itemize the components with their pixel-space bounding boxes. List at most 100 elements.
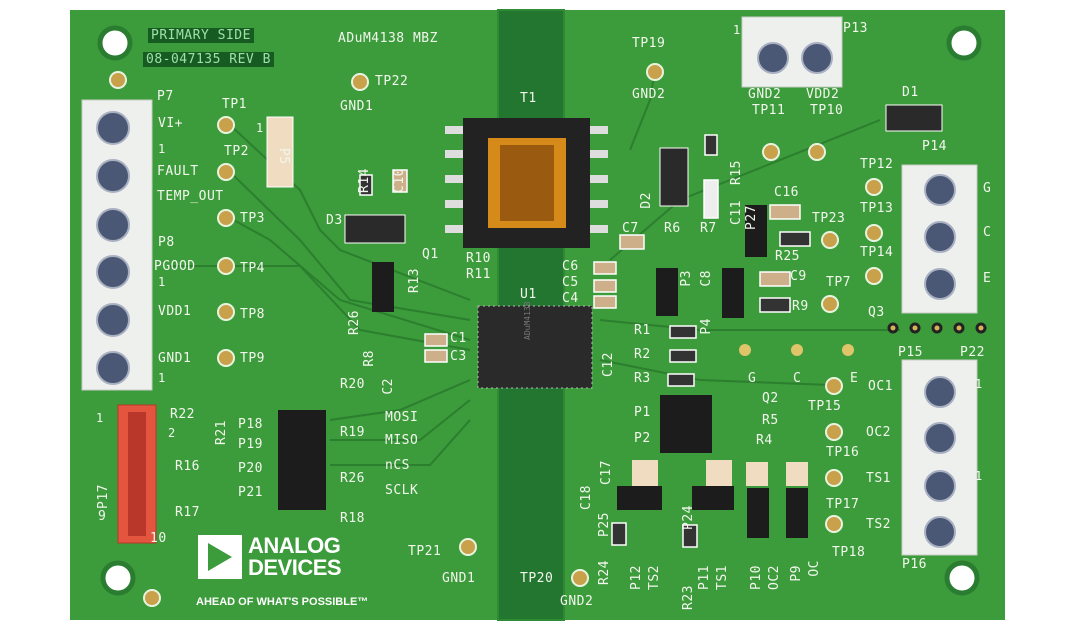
silkscreen-label: nCS [385, 458, 410, 473]
silkscreen-label: P12 [629, 565, 644, 590]
silkscreen-label: Q2 [762, 391, 779, 406]
test-point [821, 295, 839, 313]
silkscreen-label: TP4 [240, 261, 265, 276]
silkscreen-label: P2 [634, 431, 651, 446]
ic-u1-marking: ADuM4138 [523, 301, 532, 340]
test-point [762, 143, 780, 161]
silkscreen-label: P25 [597, 512, 612, 537]
silkscreen-label: P19 [238, 437, 263, 452]
silkscreen-label: TP3 [240, 211, 265, 226]
silkscreen-label: PGOOD [154, 259, 196, 274]
header-p5 [266, 116, 294, 188]
silkscreen-label: C3 [450, 349, 467, 364]
test-point [865, 178, 883, 196]
silkscreen-label: P9 [789, 565, 804, 582]
silkscreen-label: R26 [347, 310, 362, 335]
test-point [821, 231, 839, 249]
silkscreen-label: E [983, 271, 992, 286]
connectors-p9-p12 [632, 460, 808, 486]
silkscreen-label: P21 [238, 485, 263, 500]
silkscreen-label: R4 [756, 433, 773, 448]
silkscreen-label: P18 [238, 417, 263, 432]
silkscreen-label: GND1 [158, 351, 192, 366]
silkscreen-label: 1 [96, 411, 104, 425]
silkscreen-label: FAULT [157, 164, 199, 179]
mounting-holes [97, 25, 982, 596]
silkscreen-label: C [793, 371, 802, 386]
test-point [109, 71, 127, 89]
silkscreen-label: E [850, 371, 859, 386]
silkscreen-label: C8 [699, 270, 714, 287]
silkscreen-label: TP23 [812, 211, 846, 226]
silkscreen-label: TP7 [826, 275, 851, 290]
silkscreen-label: TP12 [860, 157, 894, 172]
silkscreen-label: P1 [634, 405, 651, 420]
silkscreen-label: TP8 [240, 307, 265, 322]
silkscreen-label: R18 [340, 511, 365, 526]
test-point [217, 349, 235, 367]
silkscreen-label: D2 [639, 192, 654, 209]
silkscreen-label: C9 [790, 269, 807, 284]
silkscreen-label: U1 [520, 287, 537, 302]
silkscreen-label: P16 [902, 557, 927, 572]
logo-line1: ANALOG [248, 533, 341, 558]
silkscreen-label: OC [807, 560, 822, 577]
silkscreen-label: TP19 [632, 36, 666, 51]
silkscreen-label: VDD1 [158, 304, 192, 319]
passive-components [359, 134, 811, 548]
silkscreen-label: R19 [340, 425, 365, 440]
silkscreen-label: 10 [150, 531, 167, 546]
silkscreen-label: TEMP_OUT [157, 189, 224, 204]
silkscreen-label: 1 [733, 23, 741, 37]
silkscreen-label: R2 [634, 347, 651, 362]
test-point [865, 224, 883, 242]
silkscreen-label: TP16 [826, 445, 860, 460]
pin-header-p15-p22 [887, 322, 987, 334]
silkscreen-label: P4 [699, 318, 714, 335]
logo-line2: DEVICES [248, 555, 342, 580]
silkscreen-label: R24 [597, 560, 612, 585]
silkscreen-label: R22 [170, 407, 195, 422]
silkscreen-label: P8 [158, 235, 175, 250]
silkscreen-label: Q3 [868, 305, 885, 320]
silkscreen-label: C7 [622, 221, 639, 236]
silkscreen-label: Q1 [422, 247, 439, 262]
test-point [143, 589, 161, 607]
silkscreen-label: D1 [902, 85, 919, 100]
silkscreen-label: P15 [898, 345, 923, 360]
silkscreen-label: TP11 [752, 103, 786, 118]
silkscreen-label: MOSI [385, 410, 419, 425]
test-point [825, 423, 843, 441]
silkscreen-label: TP20 [520, 571, 554, 586]
silkscreen-label: C11 [729, 200, 744, 225]
silkscreen-label: P10 [749, 565, 764, 590]
test-points [109, 63, 883, 607]
silkscreen-label: TP17 [826, 497, 860, 512]
silkscreen-label: P22 [960, 345, 985, 360]
transformer-t1 [445, 118, 608, 248]
silkscreen-label: R23 [681, 585, 696, 610]
test-point [646, 63, 664, 81]
silkscreen-label: C [983, 225, 992, 240]
silkscreen-label: TP22 [375, 74, 409, 89]
silkscreen-label: R11 [466, 267, 491, 282]
terminal-block-p14 [901, 164, 978, 314]
silkscreen-label: 08-047135 REV B [143, 52, 274, 67]
jumpers [278, 205, 808, 538]
silkscreen-label: TP14 [860, 245, 894, 260]
silkscreen-label: TS2 [866, 517, 891, 532]
test-point [825, 515, 843, 533]
silkscreen-label: R16 [175, 459, 200, 474]
silkscreen-label: MISO [385, 433, 419, 448]
silkscreen-label: R3 [634, 371, 651, 386]
analog-devices-logo: ANALOG DEVICES [198, 533, 342, 580]
silkscreen-label: 9 [98, 509, 107, 524]
silkscreen-label: 2 [168, 426, 176, 440]
test-point [351, 73, 369, 91]
silkscreen-label: TP15 [808, 399, 842, 414]
silkscreen-label: 1 [158, 275, 166, 289]
silkscreen-label: TP9 [240, 351, 265, 366]
silkscreen-label: 1 [158, 371, 166, 385]
test-point [571, 569, 589, 587]
